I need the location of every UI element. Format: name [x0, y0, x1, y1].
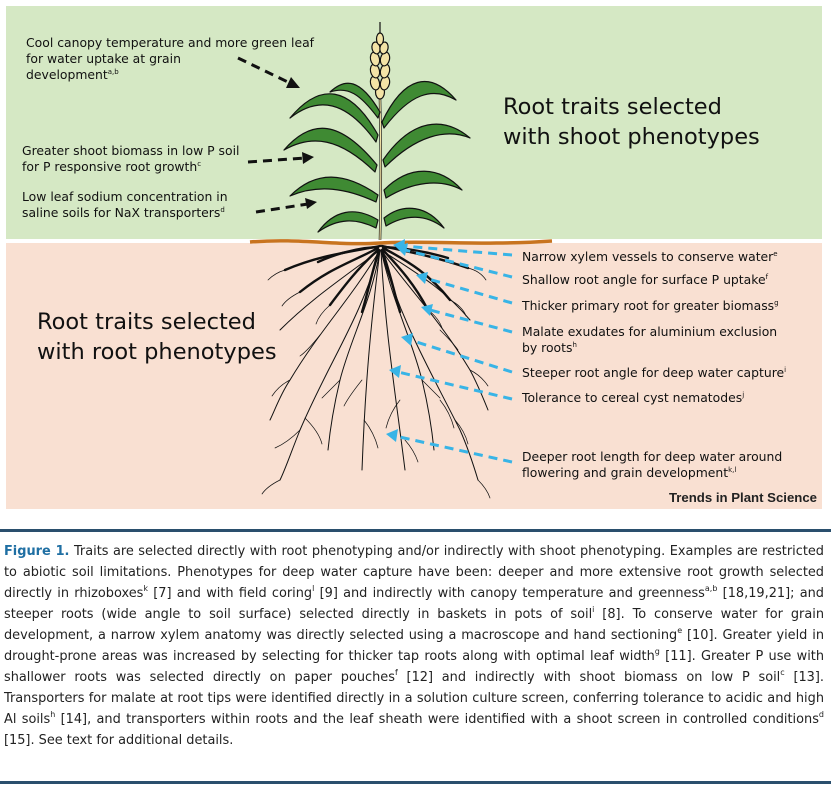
root-trait-label-7: Deeper root length for deep water around… [522, 449, 782, 481]
reference-superscript: i [592, 605, 595, 614]
figure-panel: Root traits selected with shoot phenotyp… [6, 6, 822, 509]
caption-body: Traits are selected directly with root p… [4, 544, 825, 748]
root-trait-label-3: Thicker primary root for greater biomass… [522, 298, 779, 314]
root-trait-label-1: Narrow xylem vessels to conserve watere [522, 249, 778, 265]
reference-superscript: g [774, 299, 779, 307]
root-heading-line-1: Root traits selected [37, 309, 256, 335]
reference-superscript: f [394, 668, 398, 677]
wheat-shoot-illustration [283, 22, 471, 241]
root-arrowheads [386, 239, 433, 442]
soil-surface-line [249, 239, 553, 246]
shoot-trait-label-line: Low leaf sodium concentration in [22, 189, 228, 204]
shoot-trait-label-line: for P responsive root growthc [22, 159, 202, 174]
reference-superscript: i [784, 366, 787, 374]
caption-bottom-rule [0, 781, 831, 784]
journal-name: Trends in Plant Science [668, 490, 817, 505]
reference-superscript: j [742, 391, 745, 399]
shoot-heading-line-1: Root traits selected [503, 94, 722, 120]
root-trait-label-line: Narrow xylem vessels to conserve watere [522, 249, 778, 264]
shoot-heading-line-2: with shoot phenotypes [503, 124, 760, 150]
reference-superscript: h [572, 341, 577, 349]
reference-superscript: a,b [704, 584, 718, 593]
shoot-panel-background [6, 6, 822, 239]
root-trait-label-line: Thicker primary root for greater biomass… [522, 298, 779, 313]
shoot-trait-label-line: Greater shoot biomass in low P soil [22, 143, 240, 158]
wheat-leaves [283, 81, 471, 233]
root-trait-label-2: Shallow root angle for surface P uptakef [522, 272, 768, 288]
caption-title: Figure 1. [4, 544, 70, 559]
root-trait-label-line: by rootsh [522, 340, 577, 355]
reference-superscript: e [677, 626, 683, 635]
shoot-trait-label-line: saline soils for NaX transportersd [22, 205, 225, 220]
root-system-illustration [261, 244, 491, 499]
shoot-trait-label-line: Cool canopy temperature and more green l… [26, 35, 315, 50]
root-trait-label-line: flowering and grain developmentk,l [522, 465, 737, 480]
reference-superscript: c [780, 668, 785, 677]
reference-superscript: d [220, 206, 225, 214]
root-trait-label-line: Deeper root length for deep water around [522, 449, 783, 464]
root-panel-heading: Root traits selected with root phenotype… [37, 307, 277, 367]
root-trait-label-6: Tolerance to cereal cyst nematodesj [522, 390, 744, 406]
reference-superscript: f [765, 273, 769, 281]
root-trait-label-line: Tolerance to cereal cyst nematodesj [522, 390, 745, 405]
shoot-trait-label-1: Cool canopy temperature and more green l… [26, 35, 314, 83]
shoot-trait-label-line: developmenta,b [26, 67, 119, 82]
reference-superscript: a,b [107, 68, 119, 76]
reference-superscript: l [312, 584, 315, 593]
figure-caption: Figure 1. Traits are selected directly w… [4, 541, 824, 751]
shoot-arrowheads [286, 77, 317, 209]
root-trait-label-5: Steeper root angle for deep water captur… [522, 365, 786, 381]
reference-superscript: k [143, 584, 148, 593]
shoot-arrows [237, 56, 309, 214]
reference-superscript: k,l [728, 466, 737, 474]
reference-superscript: c [197, 160, 202, 168]
reference-superscript: g [654, 647, 660, 656]
shoot-panel-heading: Root traits selected with shoot phenotyp… [503, 92, 760, 152]
root-arrows [394, 244, 513, 464]
reference-superscript: e [773, 250, 778, 258]
root-heading-line-2: with root phenotypes [37, 339, 277, 365]
reference-superscript: h [50, 710, 56, 719]
plant-diagram [6, 6, 822, 509]
root-trait-label-line: Malate exudates for aluminium exclusion [522, 324, 778, 339]
reference-superscript: d [818, 710, 824, 719]
root-trait-label-line: Steeper root angle for deep water captur… [522, 365, 787, 380]
caption-top-rule [0, 529, 831, 532]
wheat-ear-icon [369, 22, 391, 100]
root-trait-label-line: Shallow root angle for surface P uptakef [522, 272, 769, 287]
shoot-trait-label-line: for water uptake at grain [26, 51, 181, 66]
